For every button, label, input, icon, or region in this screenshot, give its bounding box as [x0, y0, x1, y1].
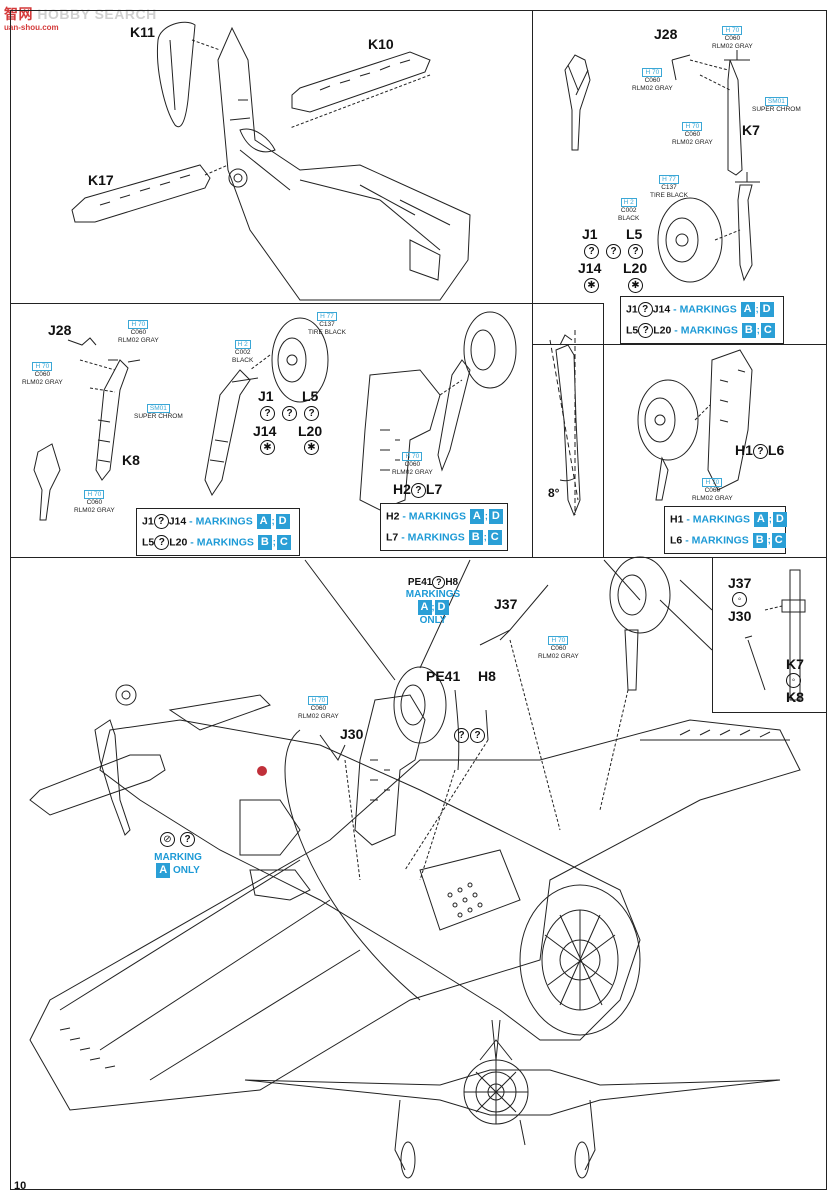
remove-star-icon: ◦ [786, 673, 801, 688]
markings-row-l5-l20: L5?L20 - MARKINGS B;C [142, 532, 294, 553]
markings-row-l6: L6 - MARKINGS B;C [670, 530, 786, 551]
paint-callout-black: H 2 C002 BLACK [618, 198, 640, 222]
option-question-icon: ? [432, 576, 446, 589]
option-question-icon: ? [638, 323, 654, 338]
option-question-icon: ? [628, 244, 643, 259]
paint-callout-rlm02: H 70 C060 RLM02 GRAY [298, 696, 339, 720]
paint-callout-rlm02: H 70 C060 RLM02 GRAY [692, 478, 733, 502]
part-l5b-label: L5 [302, 388, 319, 404]
part-pe41-label: PE41 [426, 668, 461, 684]
option-question-icon: ? [470, 728, 485, 743]
part-j1b-label: J1 [258, 388, 274, 404]
option-question-icon: ? [752, 443, 768, 459]
option-question-icon: ? [304, 406, 319, 421]
part-j30b-label: J30 [728, 608, 752, 624]
part-h8-label: H8 [478, 668, 496, 684]
part-h1-l6-label: H1?L6 [735, 442, 785, 459]
part-j37-label: J37 [494, 596, 518, 612]
watermark-site: uan-shou.com [4, 23, 59, 32]
part-j14b-label: J14 [253, 423, 277, 439]
paint-callout-rlm02: H 70 C060 RLM02 GRAY [672, 122, 713, 146]
markings-box-main-gear: J1?J14 - MARKINGS A;D L5?L20 - MARKINGS … [136, 508, 300, 556]
pe41-h8-markings-note: PE41?H8 MARKINGS A;D ONLY [396, 576, 470, 626]
remove-mark-icon: ⊘ [160, 832, 175, 847]
paint-callout-rlm02: H 70 C060 RLM02 GRAY [538, 636, 579, 660]
markings-box-tailwheel: J1?J14 - MARKINGS A;D L5?L20 - MARKINGS … [620, 296, 784, 344]
part-k7b-label: K7 [786, 656, 804, 672]
option-question-icon: ? [260, 406, 275, 421]
remove-star-icon: ✱ [628, 278, 643, 293]
part-l5-label: L5 [626, 226, 643, 242]
paint-callout-rlm02: H 70 C060 RLM02 GRAY [22, 362, 63, 386]
part-h2-l7-label: H2?L7 [393, 481, 443, 498]
page-number: 10 [14, 1180, 27, 1192]
panel-main-assembly [10, 557, 827, 1190]
option-question-icon: ? [153, 514, 169, 529]
remove-star-icon: ✱ [304, 440, 319, 455]
markings-row-j1-j14: J1?J14 - MARKINGS A;D [142, 511, 294, 532]
option-question-icon: ? [282, 406, 297, 421]
option-question-icon: ? [584, 244, 599, 259]
paint-callout-tire: H 77 C137 TIRE BLACK [650, 175, 688, 199]
part-k8-label: K8 [122, 452, 140, 468]
option-question-icon: ? [154, 535, 170, 550]
part-l20b-label: L20 [298, 423, 323, 439]
markings-row-h1: H1 - MARKINGS A;D [670, 509, 787, 530]
part-k11-label: K11 [130, 24, 155, 40]
part-j30-label: J30 [340, 726, 364, 742]
part-j1-label: J1 [582, 226, 598, 242]
remove-star-icon: ◦ [732, 592, 747, 607]
remove-star-icon: ✱ [260, 440, 275, 455]
part-k8b-label: K8 [786, 689, 804, 705]
markings-row-h2: H2 - MARKINGS A;D [386, 506, 503, 527]
paint-callout-black: H 2 C002 BLACK [232, 340, 254, 364]
option-question-icon: ? [454, 728, 469, 743]
paint-callout-tire: H 77 C137 TIRE BLACK [308, 312, 346, 336]
part-j37b-label: J37 [728, 575, 752, 591]
paint-callout-rlm02: H 70 C060 RLM02 GRAY [712, 26, 753, 50]
remove-star-icon: ✱ [584, 278, 599, 293]
markings-only: ONLY [419, 615, 447, 626]
paint-callout-chrome: SM01 SUPER CHROM [752, 97, 801, 113]
part-k17-label: K17 [88, 172, 114, 188]
markings-box-h2-l7: H2 - MARKINGS A;D L7 - MARKINGS B;C [380, 503, 508, 551]
part-j28b-label: J28 [48, 322, 72, 338]
part-l20-label: L20 [623, 260, 648, 276]
paint-callout-rlm02: H 70 C060 RLM02 GRAY [118, 320, 159, 344]
markings-row-j1-j14: J1?J14 - MARKINGS A;D [626, 299, 778, 320]
part-j14-label: J14 [578, 260, 602, 276]
part-k7-label: K7 [742, 122, 760, 138]
option-question-icon: ? [637, 302, 653, 317]
markings-row-l7: L7 - MARKINGS B;C [386, 527, 502, 548]
strut-angle-label: 8° [548, 486, 560, 500]
option-question-icon: ? [410, 482, 426, 498]
option-question-icon: ? [180, 832, 195, 847]
part-k10-label: K10 [368, 36, 394, 52]
markings-box-h1-l6: H1 - MARKINGS A;D L6 - MARKINGS B;C [664, 506, 787, 554]
markings-word: MARKINGS [405, 589, 461, 600]
markings-row-l5-l20: L5?L20 - MARKINGS B;C [626, 320, 778, 341]
paint-callout-chrome: SM01 SUPER CHROM [134, 404, 183, 420]
option-question-icon: ? [606, 244, 621, 259]
paint-callout-rlm02: H 70 C060 RLM02 GRAY [392, 452, 433, 476]
marking-a-only-note: MARKING A ONLY [154, 852, 202, 878]
part-j28-label: J28 [654, 26, 678, 42]
paint-callout-rlm02: H 70 C060 RLM02 GRAY [632, 68, 673, 92]
paint-callout-rlm02: H 70 C060 RLM02 GRAY [74, 490, 115, 514]
